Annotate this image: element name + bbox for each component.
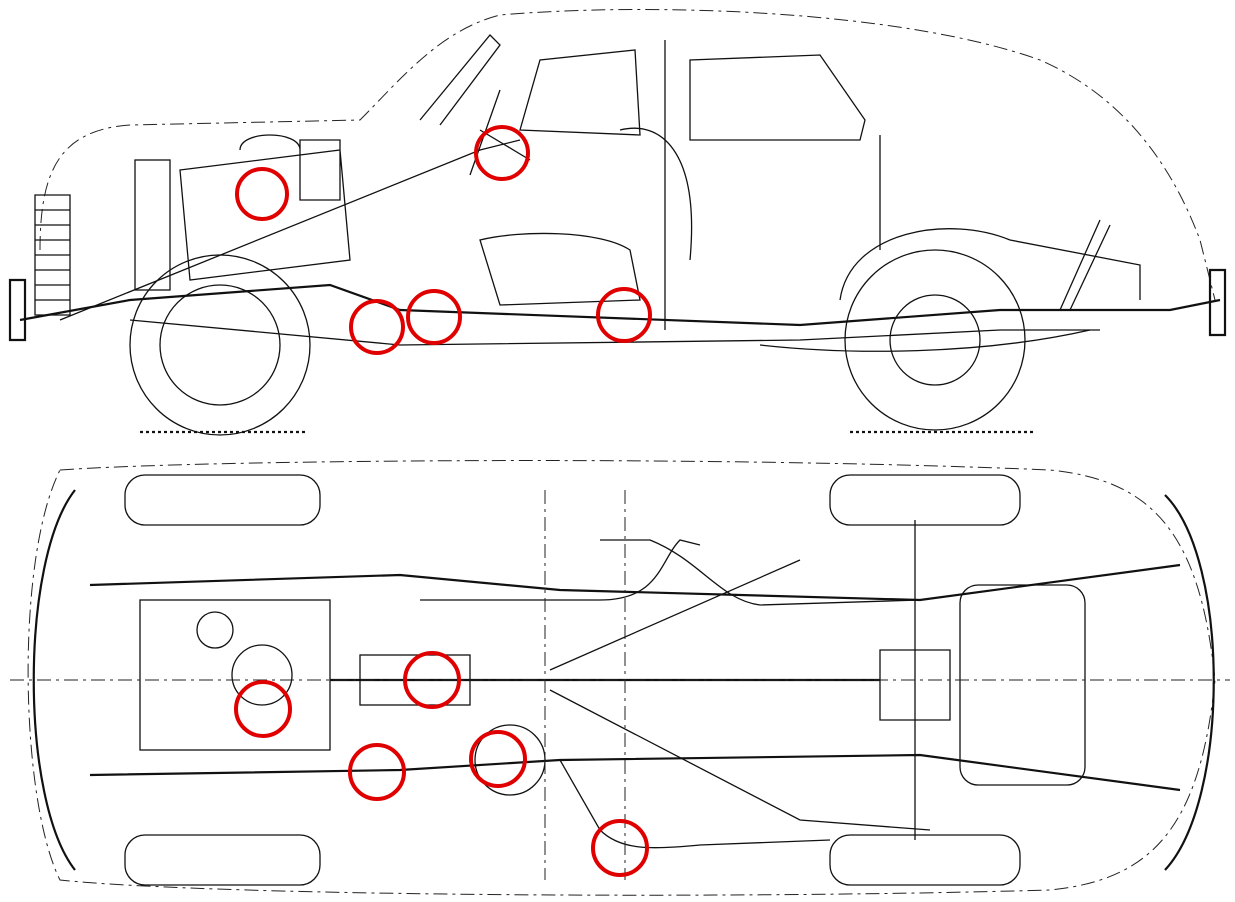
front-tire-left [124,474,321,526]
front-bumper [8,278,27,342]
highlight-circle[interactable] [591,819,649,877]
highlight-circle[interactable] [474,125,530,181]
front-window [519,49,641,136]
highlight-markers [234,125,652,877]
side-view [8,9,1227,436]
seat [479,127,693,306]
front-tire-right [124,834,321,886]
highlight-circle[interactable] [406,289,462,345]
front-wheel [129,254,311,436]
top-view [10,460,1230,896]
rear-wheel [844,249,1026,431]
frame-rails [89,563,1181,792]
rear-window [689,54,866,141]
front-wheel-rim [159,284,281,406]
radiator [134,159,171,291]
body-outline-top [27,460,1216,896]
front-bumper-top [32,489,76,871]
flywheel [231,644,293,706]
rear-bumper-top [1164,494,1215,871]
rear-tire-left [829,474,1021,526]
exhaust-tail [559,759,831,849]
brake-cable [549,559,931,831]
rear-bumper [1208,268,1227,337]
highlight-circle[interactable] [403,651,461,709]
grille [34,194,71,316]
shock-absorber [1059,219,1111,311]
highlight-circle[interactable] [235,167,289,221]
highlight-circle[interactable] [348,743,406,801]
body-outline [39,9,1216,301]
rear-wheel-rim [889,294,981,386]
centerline [10,490,1230,880]
rear-fender [839,228,1141,301]
highlight-circle[interactable] [469,730,527,788]
highlight-circle[interactable] [596,287,652,343]
door-line [664,40,881,330]
windshield [419,34,501,126]
highlight-circle[interactable] [234,680,292,738]
highlight-circle[interactable] [349,299,405,355]
engine-block-top [139,599,331,751]
exhaust-pipe [420,539,921,606]
engine [179,134,351,281]
rear-tire-right [829,834,1021,886]
leaf-spring [759,329,1091,352]
drive-shaft [59,139,521,321]
fuel-tank [959,584,1086,786]
pulley [196,611,234,649]
